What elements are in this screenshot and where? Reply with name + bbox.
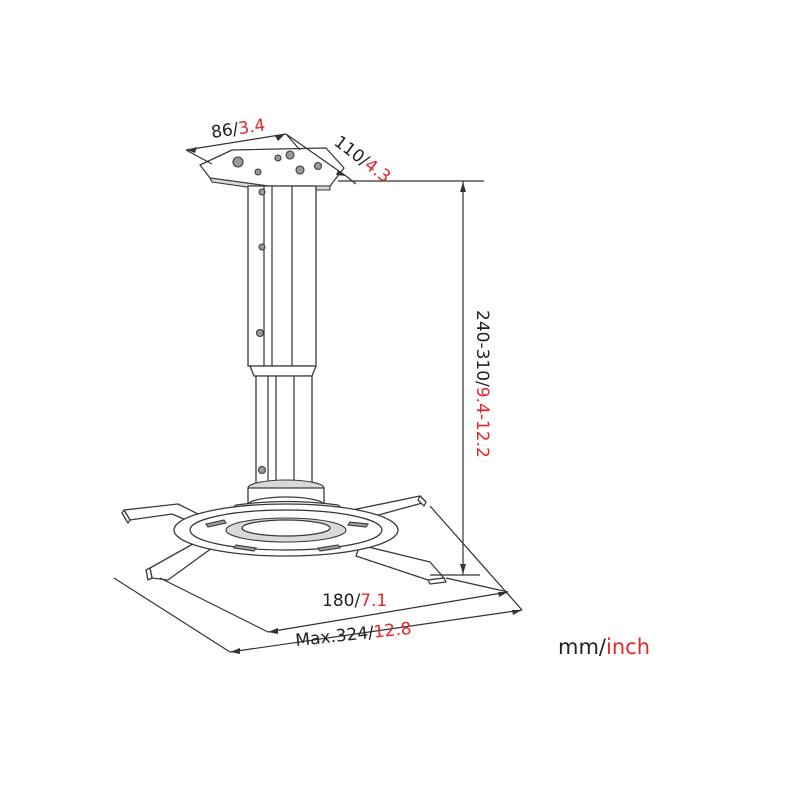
height-label: 240-310/9.4-12.2 [472, 310, 492, 458]
plate-width-label: 86/3.4 [210, 116, 267, 143]
projector-plate [173, 503, 399, 557]
lower-tube [249, 365, 317, 487]
max-span-label: Max.324/12.8 [294, 619, 412, 651]
units-legend: mm/inch [558, 635, 650, 659]
dimension-lines [113, 133, 523, 654]
ceiling-plate [199, 147, 345, 191]
plate-depth-label: 110/4.3 [330, 132, 394, 187]
inner-span-label: 180/7.1 [322, 591, 387, 611]
upper-tube [247, 185, 317, 367]
